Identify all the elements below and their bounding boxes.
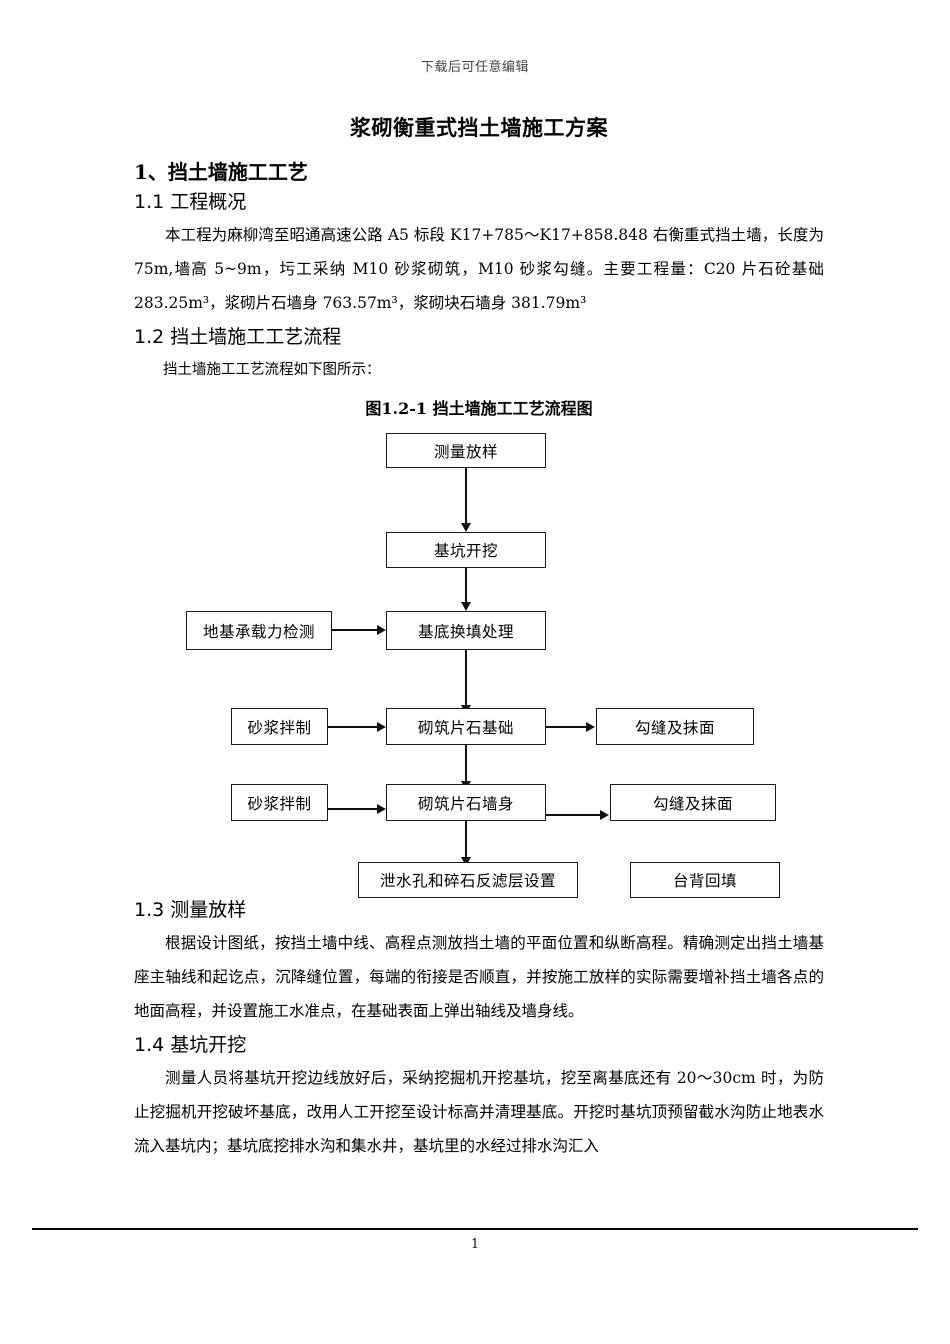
page-footer: 1 — [32, 1228, 918, 1252]
flow-node-bearing-test[interactable]: 地基承载力检测 — [186, 611, 332, 650]
flow-connector-foundation-to-pointing1 — [546, 726, 590, 728]
flow-node-mortar-mix-1[interactable]: 砂浆拌制 — [231, 708, 328, 745]
section-1-3-heading: 1.3 测量放样 — [134, 899, 247, 921]
flow-arrowhead-pointing-1 — [586, 722, 595, 732]
flow-connector-mortar1-to-foundation — [328, 726, 380, 728]
section-1-heading: 1、挡土墙施工工艺 — [134, 160, 308, 184]
flow-connector-foundation-to-wall — [465, 745, 467, 783]
flow-connector-survey-to-excavation — [465, 468, 467, 525]
section-1-1-heading: 1.1 工程概况 — [134, 191, 247, 213]
flow-connector-excavation-to-base — [465, 568, 467, 604]
flow-arrowhead-base-replacement — [461, 602, 471, 611]
flow-node-backfill[interactable]: 台背回填 — [630, 862, 780, 898]
section-1-3-paragraph: 根据设计图纸，按挡土墙中线、高程点测放挡土墙的平面位置和纵断高程。精确测定出挡土… — [134, 934, 824, 1020]
flow-connector-wall-to-pointing2 — [546, 814, 604, 816]
section-1-4-paragraph: 测量人员将基坑开挖边线放好后，采纳挖掘机开挖基坑，挖至离基底还有 20～30cm… — [134, 1069, 824, 1155]
section-1-1-paragraph: 本工程为麻柳湾至昭通高速公路 A5 标段 K17+785～K17+858.848… — [134, 226, 824, 312]
flow-node-pointing-plaster-2[interactable]: 勾缝及抹面 — [610, 784, 776, 821]
document-body: 浆砌衡重式挡土墙施工方案 1、挡土墙施工工艺 1.1 工程概况 本工程为麻柳湾至… — [134, 112, 824, 1165]
flow-connector-bearing-to-base — [332, 629, 380, 631]
flow-node-mortar-mix-2[interactable]: 砂浆拌制 — [231, 784, 328, 821]
flow-arrowhead-excavation — [461, 523, 471, 532]
figure-caption: 图1.2-1 挡土墙施工工艺流程图 — [365, 399, 593, 418]
flow-node-rubble-wall[interactable]: 砌筑片石墙身 — [386, 784, 546, 821]
flow-node-pointing-plaster-1[interactable]: 勾缝及抹面 — [596, 708, 754, 745]
construction-process-flowchart: 测量放样 基坑开挖 地基承载力检测 基底换填处理 砂浆拌制 砌筑片石基础 — [134, 425, 824, 898]
flow-connector-wall-to-weephole — [465, 821, 467, 859]
flow-arrowhead-base-from-bearing — [377, 625, 386, 635]
flow-arrowhead-pointing-2 — [600, 810, 609, 820]
flow-node-rubble-foundation[interactable]: 砌筑片石基础 — [386, 708, 546, 745]
flow-arrowhead-wall-from-mortar — [377, 804, 386, 814]
flow-node-weep-hole-filter[interactable]: 泄水孔和碎石反滤层设置 — [358, 862, 578, 898]
document-title: 浆砌衡重式挡土墙施工方案 — [350, 115, 608, 140]
footer-divider — [32, 1228, 918, 1230]
page-number: 1 — [470, 1237, 480, 1252]
section-1-2-heading: 1.2 挡土墙施工工艺流程 — [134, 326, 342, 348]
flow-node-survey[interactable]: 测量放样 — [386, 433, 546, 468]
section-1-4-heading: 1.4 基坑开挖 — [134, 1034, 247, 1056]
section-1-2-note: 挡土墙施工工艺流程如下图所示： — [163, 362, 381, 378]
flow-connector-mortar2-to-wall — [328, 808, 380, 810]
running-header: 下载后可任意编辑 — [420, 60, 529, 75]
flow-node-excavation[interactable]: 基坑开挖 — [386, 532, 546, 568]
flow-arrowhead-foundation-from-mortar — [377, 722, 386, 732]
flow-node-base-replacement[interactable]: 基底换填处理 — [386, 611, 546, 650]
flow-arrowhead-weephole — [461, 857, 471, 866]
flow-connector-base-to-foundation — [465, 650, 467, 707]
